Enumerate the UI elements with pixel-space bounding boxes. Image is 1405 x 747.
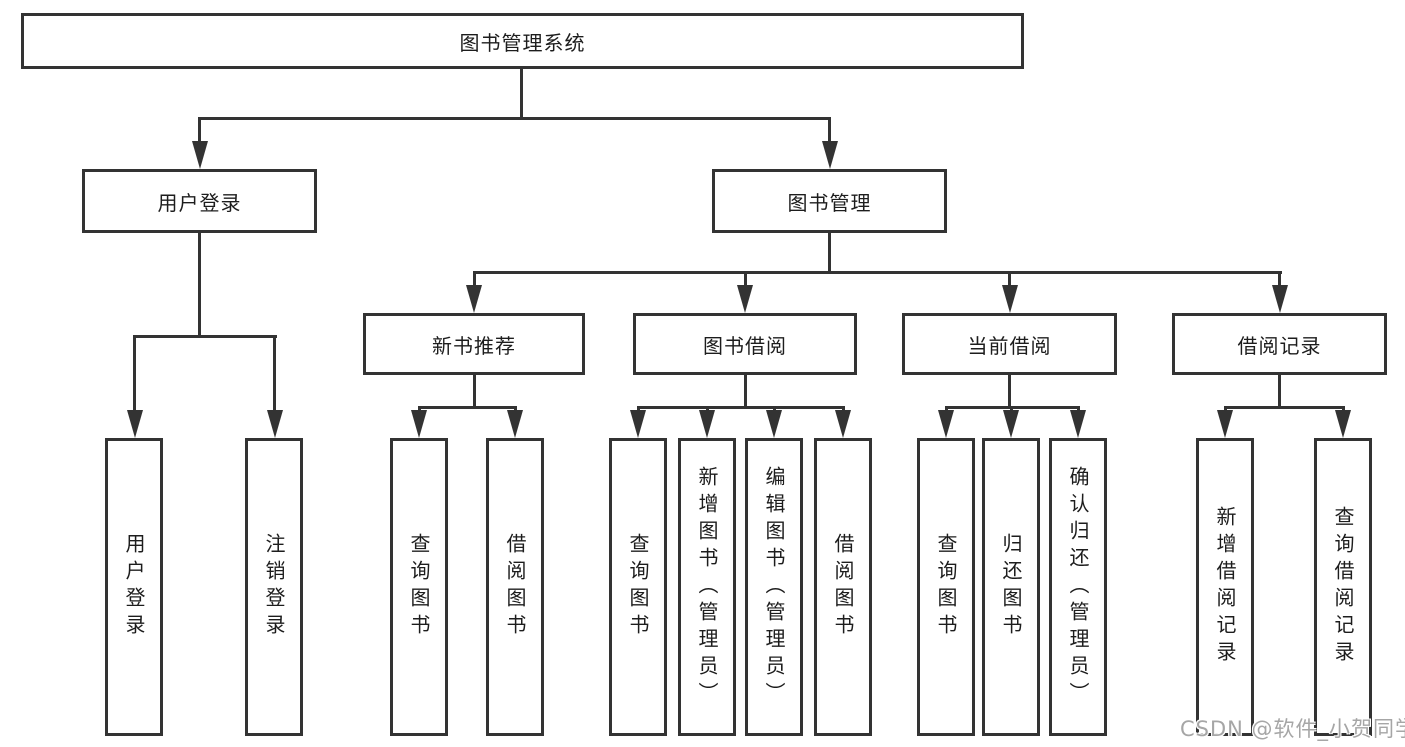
node-label: 借阅图书 xyxy=(503,533,527,641)
leaf-return-books: 归还图书 xyxy=(982,438,1040,736)
node-label: 用户登录 xyxy=(157,190,242,215)
node-label: 编辑图书（管理员） xyxy=(762,465,786,709)
connector-arrow-shaft xyxy=(828,117,831,143)
connector-arrow-shaft xyxy=(744,271,747,289)
connector-arrow-shaft xyxy=(273,335,276,412)
node-book-management: 图书管理 xyxy=(712,169,947,233)
connector-rail-user-login xyxy=(133,335,277,338)
node-label: 图书借阅 xyxy=(703,333,787,358)
arrowhead-icon xyxy=(822,141,838,169)
node-root: 图书管理系统 xyxy=(21,13,1024,69)
connector-arrow-shaft xyxy=(133,335,136,412)
arrowhead-icon xyxy=(192,141,208,169)
node-label: 查询图书 xyxy=(407,533,431,641)
arrowhead-icon xyxy=(1217,410,1233,438)
leaf-edit-books-admin: 编辑图书（管理员） xyxy=(745,438,803,736)
node-label: 借阅图书 xyxy=(831,533,855,641)
node-book-borrow: 图书借阅 xyxy=(633,313,857,375)
connector-rail-book-management xyxy=(473,271,1282,274)
connector-stem-borrow-records xyxy=(1278,375,1281,409)
leaf-query-borrow-record: 查询借阅记录 xyxy=(1314,438,1372,736)
node-label: 注销登录 xyxy=(262,533,286,641)
csdn-watermark: CSDN @软件_小贺同学 xyxy=(1180,717,1405,741)
arrowhead-icon xyxy=(1002,285,1018,313)
node-label: 图书管理系统 xyxy=(459,30,586,55)
node-label: 归还图书 xyxy=(999,533,1023,641)
connector-rail-new-book xyxy=(418,406,517,409)
arrowhead-icon xyxy=(699,410,715,438)
node-current-borrow: 当前借阅 xyxy=(902,313,1117,375)
arrowhead-icon xyxy=(1003,410,1019,438)
connector-stem-user-login xyxy=(198,233,201,337)
node-label: 查询图书 xyxy=(934,533,958,641)
node-label: 新书推荐 xyxy=(432,333,516,358)
leaf-borrow-books: 借阅图书 xyxy=(814,438,872,736)
leaf-add-books-admin: 新增图书（管理员） xyxy=(678,438,736,736)
connector-rail-borrow-records xyxy=(1224,406,1345,409)
node-label: 借阅记录 xyxy=(1237,333,1322,358)
node-label: 当前借阅 xyxy=(967,333,1052,358)
node-label: 查询借阅记录 xyxy=(1331,506,1355,668)
connector-stem-book-borrow xyxy=(744,375,747,409)
arrowhead-icon xyxy=(737,285,753,313)
node-label: 确认归还（管理员） xyxy=(1066,465,1090,709)
node-label: 图书管理 xyxy=(787,190,872,215)
connector-arrow-shaft xyxy=(1008,271,1011,289)
node-label: 新增借阅记录 xyxy=(1213,506,1237,668)
arrowhead-icon xyxy=(766,410,782,438)
leaf-add-borrow-record: 新增借阅记录 xyxy=(1196,438,1254,736)
connector-stem-book-management xyxy=(828,233,831,273)
leaf-borrow-books-recommend: 借阅图书 xyxy=(486,438,544,736)
node-label: 查询图书 xyxy=(626,533,650,641)
node-new-book-recommend: 新书推荐 xyxy=(363,313,585,375)
arrowhead-icon xyxy=(630,410,646,438)
leaf-logout: 注销登录 xyxy=(245,438,303,736)
leaf-query-books-current: 查询图书 xyxy=(917,438,975,736)
connector-stem-root xyxy=(520,69,523,118)
arrowhead-icon xyxy=(127,410,143,438)
node-label: 用户登录 xyxy=(122,533,146,641)
arrowhead-icon xyxy=(466,285,482,313)
connector-stem-new-book xyxy=(473,375,476,409)
leaf-query-books-borrow: 查询图书 xyxy=(609,438,667,736)
arrowhead-icon xyxy=(507,410,523,438)
arrowhead-icon xyxy=(411,410,427,438)
arrowhead-icon xyxy=(267,410,283,438)
connector-arrow-shaft xyxy=(473,271,476,289)
connector-arrow-shaft xyxy=(198,117,201,143)
node-borrow-records: 借阅记录 xyxy=(1172,313,1387,375)
connector-rail-level1 xyxy=(198,117,831,120)
leaf-user-login: 用户登录 xyxy=(105,438,163,736)
arrowhead-icon xyxy=(1335,410,1351,438)
arrowhead-icon xyxy=(1070,410,1086,438)
node-label: 新增图书（管理员） xyxy=(695,465,719,709)
connector-arrow-shaft xyxy=(1278,271,1281,289)
connector-rail-book-borrow xyxy=(637,406,845,409)
node-user-login: 用户登录 xyxy=(82,169,317,233)
arrowhead-icon xyxy=(835,410,851,438)
arrowhead-icon xyxy=(1272,285,1288,313)
leaf-confirm-return-admin: 确认归还（管理员） xyxy=(1049,438,1107,736)
arrowhead-icon xyxy=(938,410,954,438)
leaf-query-books-recommend: 查询图书 xyxy=(390,438,448,736)
connector-stem-current-borrow xyxy=(1008,375,1011,409)
